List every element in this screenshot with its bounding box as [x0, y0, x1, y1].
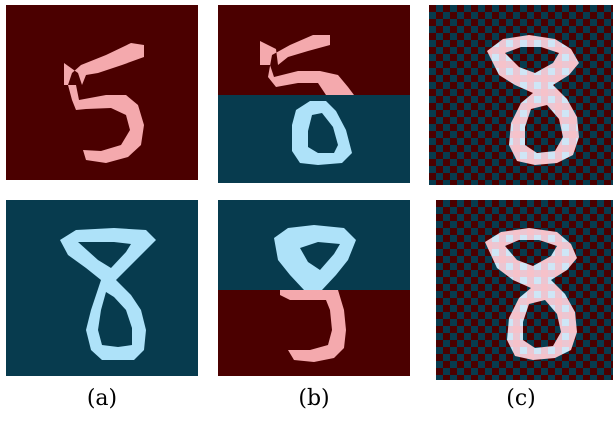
panel-b-bottom-split-nine-three: [218, 200, 410, 392]
panel-b-top-split-five-zero: [218, 5, 410, 197]
caption-a: (a): [86, 386, 118, 411]
digit-zero-stroke: [292, 101, 352, 165]
panel-c-top-checkerboard-eight: [429, 5, 616, 197]
digit-eight-checkerboard: [485, 228, 577, 360]
digit-five-stroke: [64, 43, 144, 163]
digit-eight-checkerboard: [487, 35, 579, 165]
digit-eight-stroke: [60, 228, 156, 360]
digit-nine-fragment: [274, 225, 356, 290]
panel-a-top-digit-five: [6, 5, 198, 197]
caption-b: (b): [298, 386, 330, 411]
panel-c-bottom-checkerboard-eight: [429, 200, 616, 392]
digit-three-stroke: [280, 290, 346, 362]
caption-c: (c): [506, 386, 536, 411]
digit-five-fragment: [260, 35, 354, 95]
panel-a-bottom-digit-eight: [6, 200, 198, 392]
